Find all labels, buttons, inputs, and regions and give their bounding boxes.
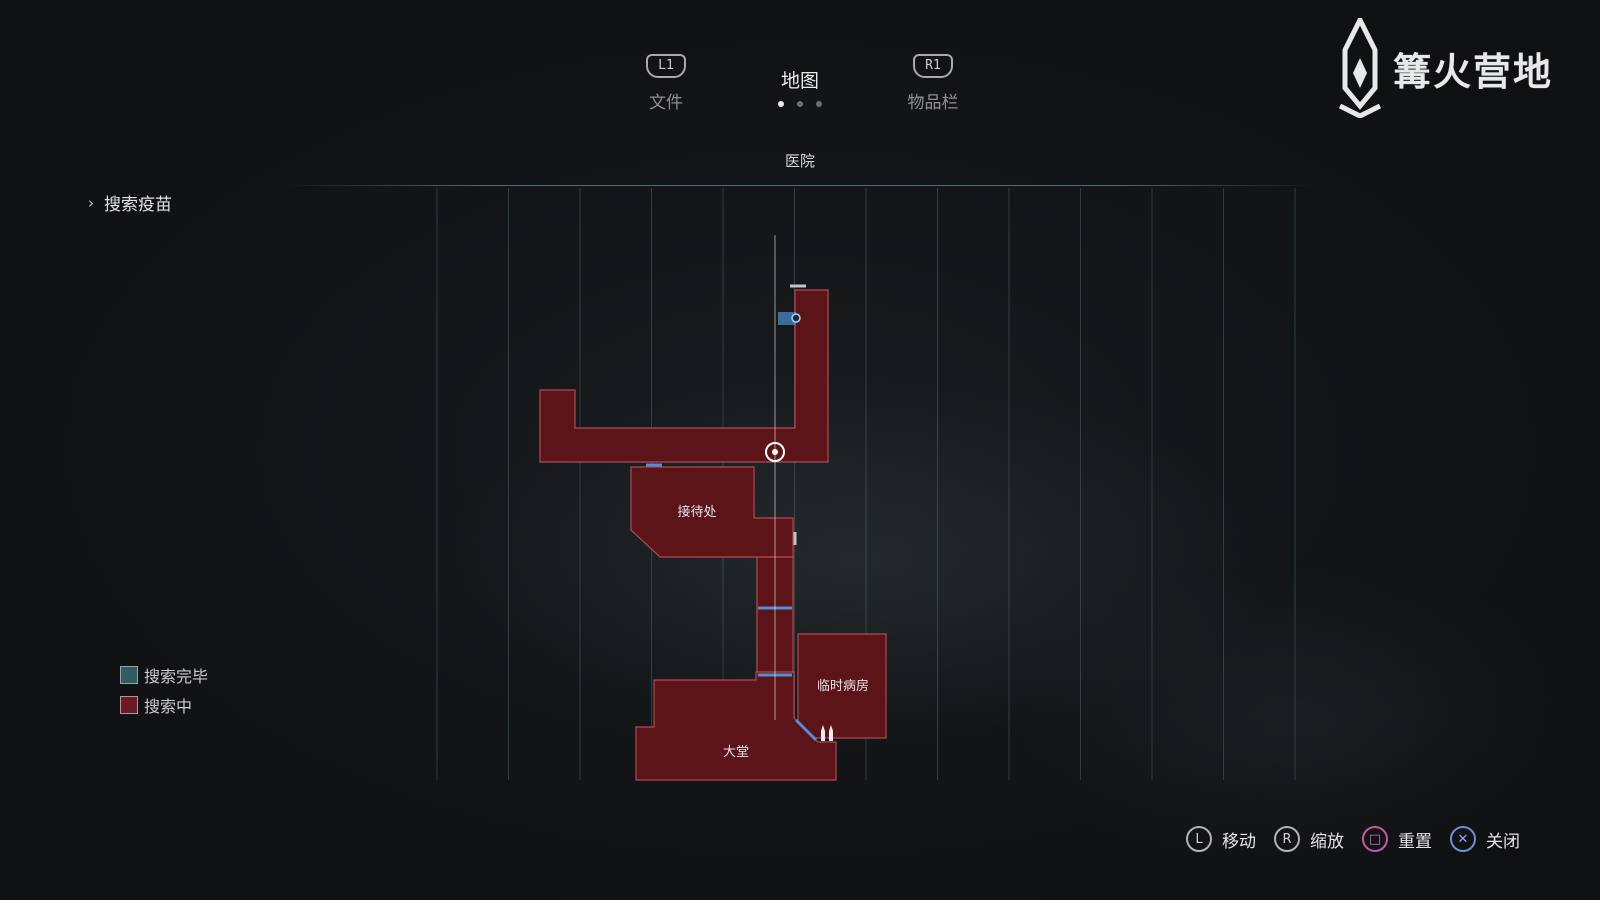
left-stick-icon: L	[1186, 826, 1212, 852]
tab-files[interactable]: L1 文件	[636, 54, 696, 113]
room-corridor-upper	[539, 289, 829, 463]
legend-label: 搜索完毕	[144, 667, 209, 686]
tab-inventory-label: 物品栏	[907, 93, 959, 113]
right-stick-icon: R	[1274, 826, 1300, 852]
area-name: 医院	[784, 152, 815, 170]
flame-logo-icon	[1338, 18, 1382, 118]
page-indicator	[760, 101, 840, 107]
page-dot-2	[797, 101, 803, 107]
room-lobby	[635, 671, 837, 781]
legend-item-searched: 搜索完毕	[120, 660, 208, 690]
legend-label: 搜索中	[144, 697, 193, 716]
hint-label: 缩放	[1310, 831, 1344, 852]
room-label-temp-ward: 临时病房	[817, 678, 869, 694]
tab-map[interactable]: 地图	[760, 66, 840, 107]
map-crosshair	[555, 235, 1000, 720]
hint-label: 移动	[1222, 831, 1256, 852]
hint-reset[interactable]: □ 重置	[1362, 826, 1432, 852]
cross-button-icon: ✕	[1450, 826, 1476, 852]
objective[interactable]: › 搜索疫苗	[88, 190, 172, 216]
player-position-icon	[765, 442, 785, 462]
room-temp-ward	[797, 633, 887, 739]
r1-button-icon: R1	[913, 54, 953, 78]
hint-close[interactable]: ✕ 关闭	[1450, 826, 1520, 852]
hint-label: 重置	[1398, 831, 1432, 852]
room-reception	[630, 466, 794, 558]
legend-swatch	[120, 696, 138, 714]
chevron-right-icon: ›	[88, 193, 94, 212]
door-ward	[794, 718, 818, 742]
map-rooms	[539, 289, 887, 781]
location-marker-icon	[778, 312, 801, 325]
square-button-icon: □	[1362, 826, 1388, 852]
watermark-logo: 篝火营地	[1335, 18, 1553, 118]
control-hints: L 移动 R 缩放 □ 重置 ✕ 关闭	[1186, 826, 1520, 852]
objective-text: 搜索疫苗	[104, 195, 172, 215]
hint-move[interactable]: L 移动	[1186, 826, 1256, 852]
header-divider	[280, 185, 1320, 186]
legend-swatch	[120, 666, 138, 684]
hint-zoom[interactable]: R 缩放	[1274, 826, 1344, 852]
tab-files-label: 文件	[649, 93, 683, 113]
page-dot-3	[816, 101, 822, 107]
room-label-lobby: 大堂	[723, 745, 749, 760]
room-label-reception: 接待处	[677, 504, 716, 520]
hint-label: 关闭	[1486, 831, 1520, 852]
logo-text: 篝火营地	[1393, 49, 1554, 94]
ammo-item-icon	[821, 725, 833, 741]
tab-inventory[interactable]: R1 物品栏	[898, 54, 968, 113]
tab-map-label: 地图	[780, 70, 819, 92]
legend-item-searching: 搜索中	[120, 690, 208, 720]
map-legend: 搜索完毕 搜索中	[120, 660, 208, 720]
page-dot-1	[778, 101, 784, 107]
l1-button-icon: L1	[646, 54, 686, 78]
